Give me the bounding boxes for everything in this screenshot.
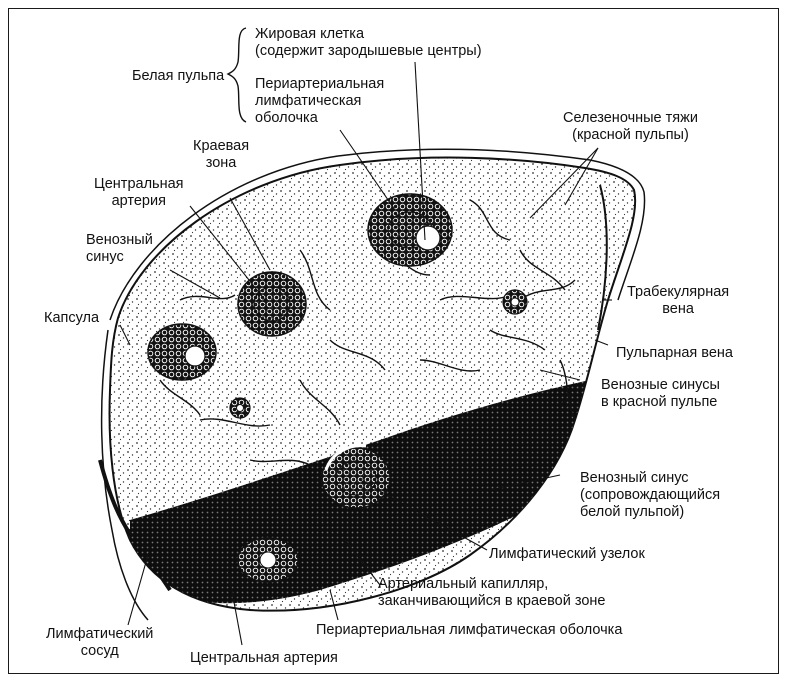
white-pulp-brace — [228, 28, 246, 122]
label-white-pulp: Белая пульпа — [132, 68, 224, 85]
label-venous-sinus-left: Венозный синус — [86, 232, 153, 266]
label-marginal-zone: Краевая зона — [193, 138, 249, 172]
label-trabecular-vein: Трабекулярная вена — [627, 284, 729, 318]
label-capsule: Капсула — [44, 310, 99, 327]
label-periarterial-bottom: Периартериальная лимфатическая оболочка — [316, 622, 622, 639]
label-fat-cell: Жировая клетка (содержит зародышевые цен… — [255, 26, 482, 60]
label-pulp-vein: Пульпарная вена — [616, 345, 733, 362]
label-venous-sinus-white: Венозный синус (сопровождающийся белой п… — [580, 470, 720, 521]
label-arterial-capillary: Артериальный капилляр, заканчивающийся в… — [378, 576, 605, 610]
label-central-artery-bottom: Центральная артерия — [190, 650, 338, 667]
label-venous-sinuses-red: Венозные синусы в красной пульпе — [601, 377, 720, 411]
nodule-central-artery — [238, 272, 306, 336]
nodule-left — [148, 324, 216, 380]
nodule-small-right — [503, 290, 527, 314]
nodule-small-left — [230, 398, 250, 418]
label-splenic-cords: Селезеночные тяжи (красной пульпы) — [563, 110, 698, 144]
label-lymph-nodule: Лимфатический узелок — [489, 546, 645, 563]
nodule-top — [368, 194, 452, 266]
label-periarterial-top: Периартериальная лимфатическая оболочка — [255, 76, 384, 127]
nodule-bottom — [238, 538, 298, 582]
label-central-artery-top: Центральная артерия — [94, 176, 184, 210]
label-lymph-vessel: Лимфатический сосуд — [46, 626, 153, 660]
